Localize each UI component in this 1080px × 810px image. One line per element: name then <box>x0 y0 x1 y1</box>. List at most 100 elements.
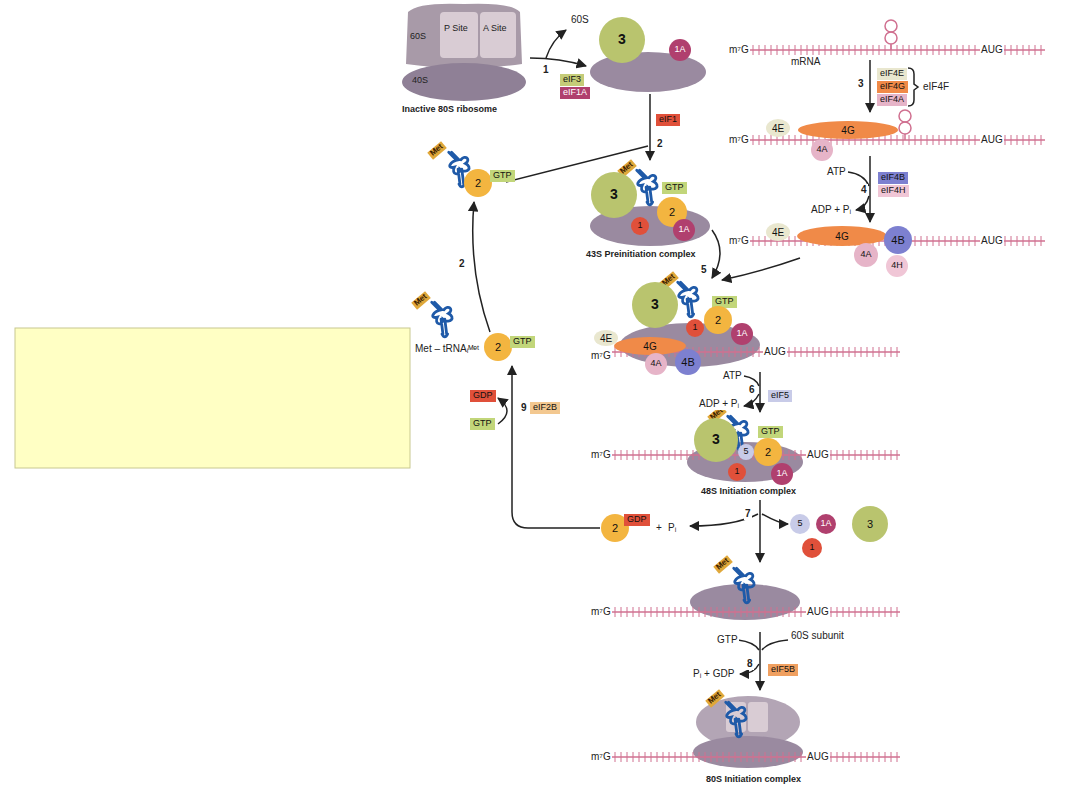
mrna-strand <box>612 611 900 613</box>
ribosome-shape <box>406 4 522 68</box>
text-label: m⁷G <box>590 606 612 618</box>
met-tag: Met <box>411 291 430 309</box>
text-label: AUG <box>806 449 830 461</box>
factor-name: 4A <box>816 145 827 155</box>
text-label: mRNA <box>790 56 821 68</box>
factor-name: eIF5B <box>771 665 795 675</box>
factor-name: 4E <box>772 123 784 134</box>
factor-label-box: eIF5 <box>768 390 792 402</box>
mrna-strand <box>750 45 1045 55</box>
factor-label-box: GDP <box>470 390 496 402</box>
factor-name: 4B <box>681 356 694 368</box>
mrna-strand <box>612 752 900 762</box>
trna <box>432 152 754 737</box>
factor-name: eIF4B <box>881 173 905 183</box>
reaction-arrow <box>762 640 788 650</box>
factor-label-box: eIF3 <box>560 74 584 86</box>
factor-name: 1 <box>637 221 642 231</box>
met-tag: Met <box>713 555 732 573</box>
step-number: 2 <box>656 138 664 150</box>
step-number: 9 <box>520 402 528 414</box>
text-label: eIF4F <box>922 81 950 93</box>
text-label: Pᵢ <box>667 522 677 534</box>
factor-circle: 3 <box>694 418 738 462</box>
factor-circle: 3 <box>591 172 637 218</box>
factor-label-box: eIF4H <box>878 185 909 197</box>
text-label: AUG <box>806 751 830 763</box>
factor-name: 4A <box>860 250 871 260</box>
text-label: 60S <box>570 14 590 26</box>
complex-caption: 80S Initiation complex <box>705 774 802 785</box>
factor-name: 3 <box>867 518 873 530</box>
step-number: 4 <box>860 184 868 196</box>
factor-name: eIF4E <box>880 69 904 79</box>
factor-name: 2 <box>612 522 618 534</box>
factor-name: 1A <box>678 225 689 235</box>
mrna-strand <box>885 32 897 44</box>
factor-name: GTP <box>665 183 684 193</box>
factor-circle: 4A <box>645 353 667 375</box>
reaction-arrow <box>512 366 600 528</box>
factor-name: GTP <box>493 171 512 181</box>
factor-circle: 4A <box>811 139 833 161</box>
note-box <box>15 328 410 468</box>
step-number: 7 <box>744 508 752 520</box>
factor-name: 3 <box>651 297 659 312</box>
mrna-strand <box>612 756 900 758</box>
factor-name: eIF5 <box>771 391 789 401</box>
step-number: 5 <box>700 264 708 276</box>
mrna-strand <box>899 122 911 134</box>
complex-caption: Inactive 80S ribosome <box>402 105 497 115</box>
reaction-arrow <box>649 94 651 160</box>
factor-name: 1A <box>820 519 831 529</box>
factor-circle: 2 <box>754 438 782 466</box>
factor-label-box: eIF4B <box>878 172 908 184</box>
ribosome-shape <box>480 12 516 58</box>
text-label: AUG <box>763 346 787 358</box>
factor-name: eIF1A <box>563 88 587 98</box>
factor-ellipse: 4E <box>766 223 790 241</box>
factor-name: 1 <box>734 467 739 477</box>
note-box <box>15 328 410 468</box>
factor-name: 2 <box>669 206 675 218</box>
factor-circle: 1 <box>802 538 822 558</box>
factor-circle: 2 <box>704 306 732 334</box>
factor-circle: 1A <box>771 463 793 485</box>
factor-circle: 3 <box>599 17 645 63</box>
factor-name: 4G <box>841 125 854 136</box>
reaction-arrow <box>908 68 918 106</box>
subunit-label: 60S <box>410 32 426 42</box>
factor-circle: 5 <box>738 444 754 460</box>
factor-name: Met <box>413 293 429 309</box>
step-number: 8 <box>746 658 754 670</box>
text-label: Pᵢ + GDP <box>692 668 735 680</box>
factor-name: eIF4H <box>881 186 906 196</box>
factor-name: 2 <box>495 341 501 353</box>
factor-circle: 1 <box>686 319 704 337</box>
subunit-label: P Site <box>444 24 468 34</box>
factor-name: 2 <box>475 177 481 189</box>
factor-name: 2 <box>765 446 771 458</box>
reaction-arrow <box>869 60 871 112</box>
factor-name: 1A <box>736 329 747 339</box>
step-number: 1 <box>542 64 550 76</box>
factor-name: GTP <box>473 419 492 429</box>
text-label: ATP <box>826 166 847 178</box>
trna <box>734 568 754 603</box>
factor-label-box: eIF5B <box>768 664 798 676</box>
text-label: ADP + Pᵢ <box>698 398 740 410</box>
ribosome-shape <box>440 12 478 58</box>
text-label: m⁷G <box>728 44 750 56</box>
factor-name: 4E <box>772 227 784 238</box>
reaction-arrow <box>722 258 800 280</box>
factor-label-box: GTP <box>662 182 687 194</box>
factor-circle: 4H <box>886 255 908 277</box>
factor-name: Met <box>429 143 445 159</box>
factor-label-box: GTP <box>758 426 783 438</box>
factor-name: 4E <box>600 333 612 344</box>
mrna-strand <box>904 134 906 140</box>
mrna-strand <box>885 20 897 32</box>
reaction-arrow <box>869 156 871 222</box>
complex-caption: 48S Initiation complex <box>700 486 797 497</box>
factor-name: GTP <box>513 337 532 347</box>
